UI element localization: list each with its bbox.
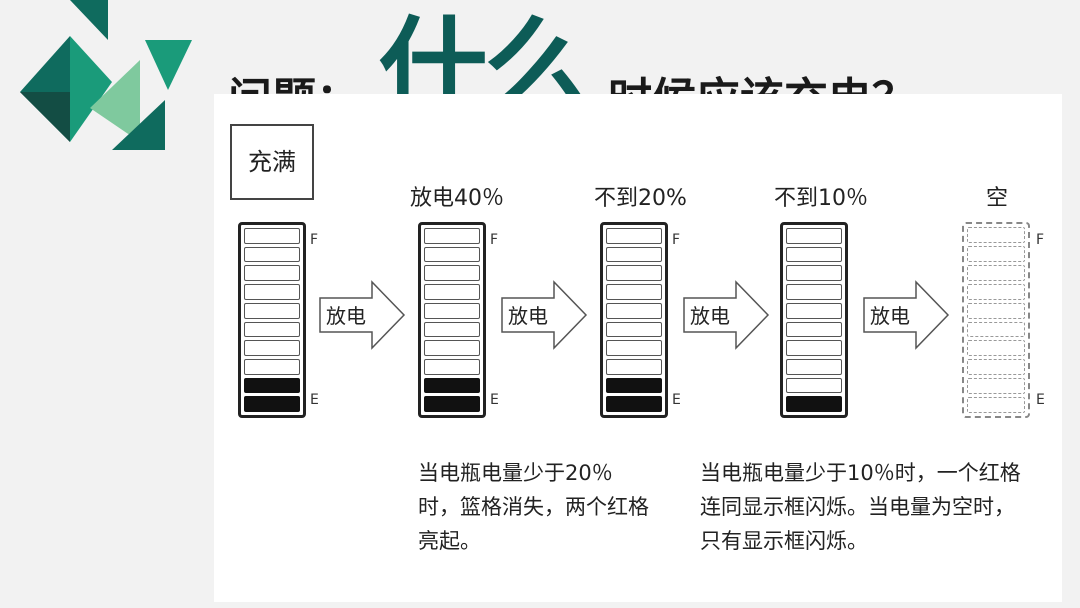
- empty-mark: E: [672, 392, 681, 408]
- battery-empty: [962, 222, 1030, 418]
- arrow-4: 放电: [862, 280, 950, 350]
- diagram-panel: 充满 放电40％ 不到20% 不到10％ 空 F E 放电 F E 放电 F E…: [214, 94, 1062, 602]
- stage-label-10: 不到10％: [774, 186, 868, 211]
- empty-mark: E: [1036, 392, 1045, 408]
- arrow-label: 放电: [690, 304, 730, 328]
- full-mark: F: [310, 232, 319, 248]
- stage-label-20: 不到20%: [594, 186, 687, 211]
- full-mark: F: [672, 232, 681, 248]
- logo-shapes: [20, 0, 192, 150]
- empty-mark: E: [490, 392, 499, 408]
- full-mark: F: [1036, 232, 1045, 248]
- arrow-3: 放电: [682, 280, 770, 350]
- battery-40: [418, 222, 486, 418]
- full-label: 充满: [230, 124, 314, 200]
- battery-full: [238, 222, 306, 418]
- stage-label-40: 放电40％: [410, 186, 504, 211]
- arrow-label: 放电: [508, 304, 548, 328]
- arrow-label: 放电: [326, 304, 366, 328]
- battery-20: [600, 222, 668, 418]
- full-mark: F: [490, 232, 499, 248]
- arrow-1: 放电: [318, 280, 406, 350]
- note-10-percent: 当电瓶电量少于10％时，一个红格连同显示框闪烁。当电量为空时，只有显示框闪烁。: [700, 461, 1021, 553]
- note-20-percent: 当电瓶电量少于20％时，篮格消失，两个红格亮起。: [418, 461, 649, 553]
- empty-mark: E: [310, 392, 319, 408]
- arrow-2: 放电: [500, 280, 588, 350]
- stage-label-empty: 空: [986, 186, 1009, 211]
- battery-10: [780, 222, 848, 418]
- arrow-label: 放电: [870, 304, 910, 328]
